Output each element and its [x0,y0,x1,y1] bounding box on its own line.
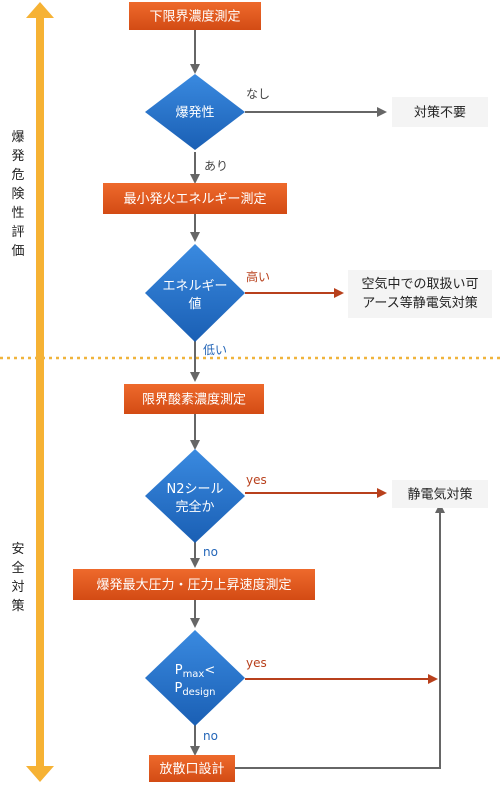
pdesign-subscript: design [182,687,215,698]
decision-explosive-label: 爆発性 [175,106,214,121]
branch-label-ari: あり [204,159,228,173]
decision-energy-label-line2: 値 [188,296,201,312]
outcome-no-measure-label: 対策不要 [414,105,466,121]
branch-label-no2: no [203,729,218,743]
decision-explosive: 爆発性 [145,74,245,150]
branch-label-no1: no [203,545,218,559]
pmax-symbol: P [175,663,183,678]
decision-n2-seal-label-line2: 完全か [175,499,214,515]
step-loc-label: 限界酸素濃度測定 [142,392,246,408]
outcome-no-measure: 対策不要 [392,97,488,127]
decision-pressure-line2: Pdesign [174,681,215,698]
outcome-handling-ok-line2: アース等静電気対策 [362,295,478,311]
branch-label-nashi: なし [246,87,270,101]
phase-band [26,2,54,782]
return-arrow [235,503,445,769]
branch-label-yes2: yes [246,656,267,670]
decision-n2-seal: N2シール 完全か [145,449,245,543]
outcome-handling-ok-line1: 空気中での取扱い可 [361,276,478,292]
branch-label-hikui: 低い [203,343,227,357]
pmax-subscript: max [183,669,205,680]
step-pressure-label: 爆発最大圧力・圧力上昇速度測定 [96,577,291,593]
side-label-safety-measures: 安全対策 [11,542,25,614]
decision-pressure-line1: Pmax< [175,663,216,680]
step-min-ignition-label: 最小発火エネルギー測定 [123,192,266,207]
pdesign-symbol: P [174,681,182,696]
outcome-static-measure-label: 静電気対策 [407,487,472,503]
step-min-ignition-box: 最小発火エネルギー測定 [103,183,287,214]
step-lower-limit-label: 下限界濃度測定 [149,9,240,25]
decision-pressure: Pmax< Pdesign [145,630,245,726]
step-lower-limit-box: 下限界濃度測定 [129,2,261,30]
branch-label-takai: 高い [246,269,270,284]
outcome-handling-ok: 空気中での取扱い可 アース等静電気対策 [348,270,492,318]
step-vent-design-label: 放散口設計 [159,761,224,777]
step-vent-design-box: 放散口設計 [149,755,235,782]
decision-energy: エネルギー 値 [145,244,245,342]
branch-label-yes1: yes [246,473,267,487]
outcome-static-measure: 静電気対策 [392,480,488,508]
decision-n2-seal-label-line1: N2シール [167,482,224,497]
decision-energy-label-line1: エネルギー [162,279,227,294]
less-than-symbol: < [204,663,215,678]
step-loc-box: 限界酸素濃度測定 [124,384,264,414]
step-pressure-box: 爆発最大圧力・圧力上昇速度測定 [73,569,315,600]
side-label-risk-evaluation: 爆発危険性評価 [11,130,25,259]
